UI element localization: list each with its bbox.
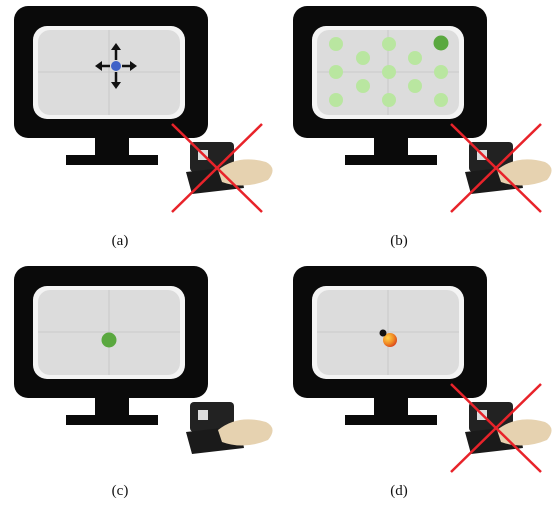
- red-cross-icon: [171, 123, 263, 213]
- balance-board: [312, 286, 464, 379]
- arrow-up-icon: [111, 43, 121, 60]
- haptic-device-icon: [186, 402, 273, 454]
- caption-c: (c): [111, 483, 129, 499]
- panel-b: (b): [279, 0, 557, 259]
- panel-c: (c): [0, 260, 278, 519]
- target: [434, 93, 448, 107]
- target: [434, 65, 448, 79]
- target: [329, 65, 343, 79]
- arrow-left-icon: [95, 61, 110, 71]
- caption-b: (b): [390, 233, 408, 249]
- panel-c-graphic: [14, 266, 273, 454]
- red-cross-icon: [450, 123, 542, 213]
- target: [382, 65, 396, 79]
- target-active: [433, 35, 449, 51]
- arrow-right-icon: [122, 61, 137, 71]
- caption-d: (d): [390, 483, 408, 499]
- target: [329, 37, 343, 51]
- target-grid: [329, 35, 449, 107]
- caption-a: (a): [111, 233, 129, 249]
- target: [408, 79, 422, 93]
- panel-d: (d): [279, 260, 557, 519]
- target: [382, 93, 396, 107]
- single-target: [101, 332, 117, 348]
- panel-a-graphic: [14, 6, 273, 213]
- panel-d-graphic: [293, 266, 552, 473]
- moving-ball: [379, 329, 397, 347]
- target: [329, 93, 343, 107]
- target: [408, 51, 422, 65]
- haptic-device-icon: [186, 142, 273, 194]
- cursor-dot: [379, 329, 387, 337]
- balance-board: [33, 26, 185, 119]
- red-cross-icon: [450, 383, 542, 473]
- panel-a: (a): [0, 0, 278, 259]
- cursor-dot: [111, 61, 121, 71]
- target: [356, 51, 370, 65]
- panel-b-graphic: [293, 6, 552, 213]
- arrow-down-icon: [111, 72, 121, 89]
- ball: [383, 333, 397, 347]
- target: [356, 79, 370, 93]
- crosshair-arrows: [95, 43, 137, 89]
- target: [382, 37, 396, 51]
